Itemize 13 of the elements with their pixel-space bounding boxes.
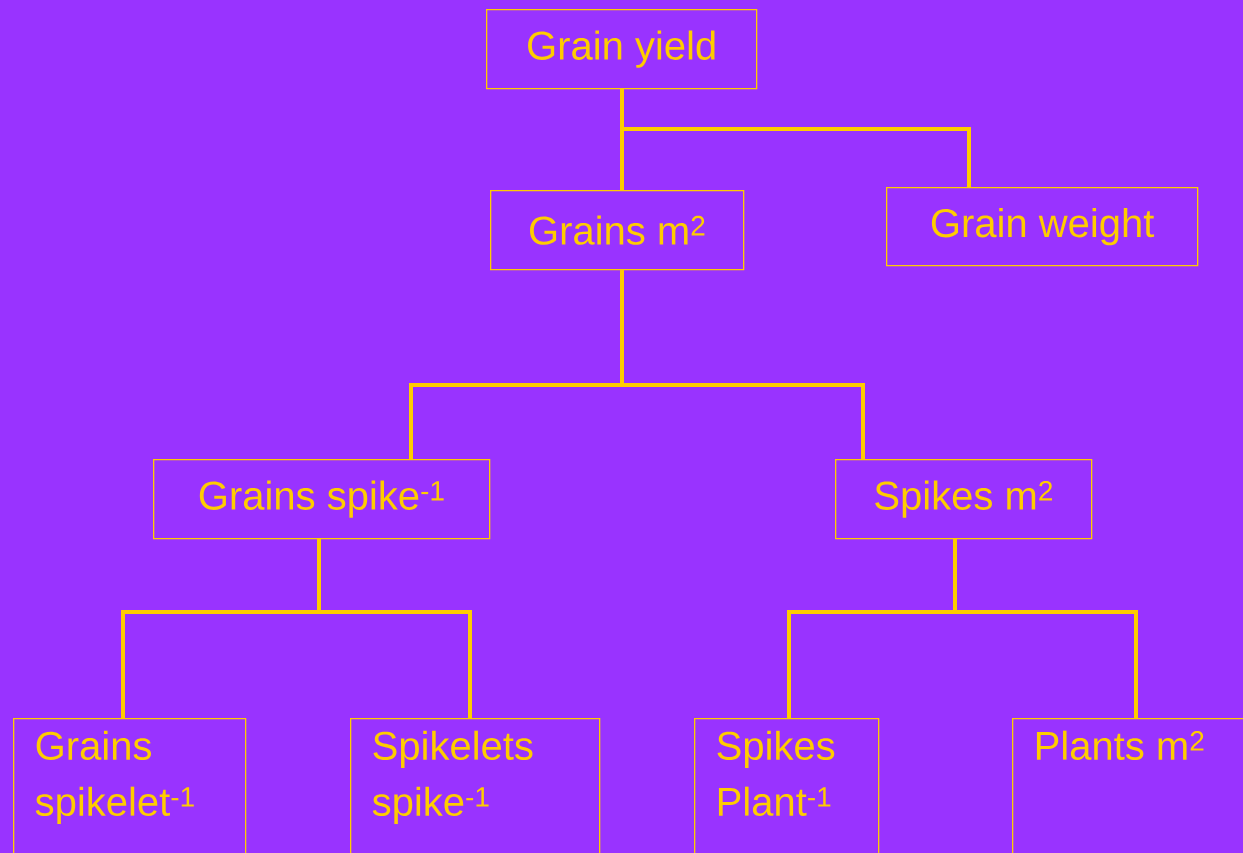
- connector-line: [620, 270, 865, 459]
- connector-line: [620, 89, 971, 187]
- text-box: Spikes Plant$^{-1}$: [694, 718, 880, 853]
- text-box: Plants m$^{2}$: [1012, 718, 1243, 853]
- connector-line: [317, 539, 472, 718]
- text-box: Grains spikelet$^{-1}$: [13, 718, 247, 853]
- connector-line: [953, 539, 1138, 718]
- text-box: Spikelets spike$^{-1}$: [350, 718, 601, 853]
- text-box: Grain yield: [486, 9, 758, 90]
- text-box: Grains m$^{2}$: [490, 190, 745, 271]
- text-box: Grains spike$^{-1}$: [153, 459, 491, 540]
- text-box: Spikes m$^{2}$: [835, 459, 1093, 540]
- text-box: Grain weight: [886, 187, 1199, 267]
